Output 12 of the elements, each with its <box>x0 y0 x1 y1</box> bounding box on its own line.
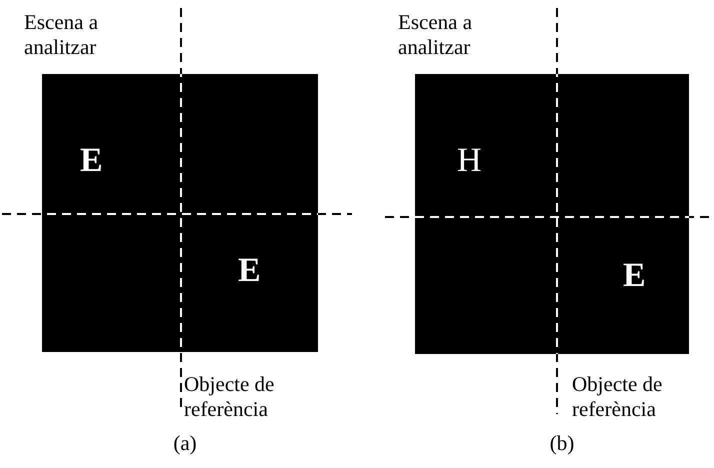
scene-panel <box>42 74 318 352</box>
scene-panel <box>415 74 689 354</box>
subfigure-label: (b) <box>548 431 576 456</box>
letter: E <box>238 254 261 288</box>
reference-label: Objecte de referència <box>572 372 664 422</box>
scene-label: Escena a analitzar <box>24 10 100 60</box>
scene-label: Escena a analitzar <box>398 10 474 60</box>
reference-label: Objecte de referència <box>184 372 276 422</box>
letter: H <box>457 144 482 178</box>
subfigure-label: (a) <box>172 431 198 456</box>
letter: E <box>80 144 103 178</box>
letter: E <box>623 259 646 293</box>
